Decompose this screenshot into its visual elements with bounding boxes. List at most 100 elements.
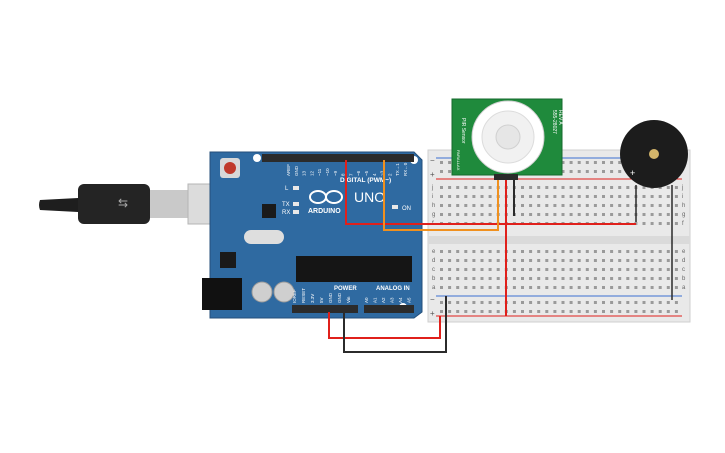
breadboard-hole[interactable]: [448, 259, 452, 262]
breadboard-hole[interactable]: [480, 195, 484, 198]
breadboard-hole[interactable]: [577, 310, 581, 313]
breadboard-hole[interactable]: [440, 161, 443, 164]
breadboard-hole[interactable]: [585, 161, 589, 164]
breadboard-hole[interactable]: [642, 213, 646, 216]
breadboard-hole[interactable]: [666, 268, 670, 271]
breadboard-hole[interactable]: [674, 310, 678, 313]
breadboard-hole[interactable]: [529, 277, 533, 280]
breadboard-hole[interactable]: [602, 195, 605, 198]
breadboard-hole[interactable]: [456, 204, 460, 207]
breadboard-hole[interactable]: [674, 195, 678, 198]
breadboard-hole[interactable]: [618, 213, 622, 216]
breadboard-hole[interactable]: [553, 195, 557, 198]
breadboard-hole[interactable]: [561, 213, 565, 216]
breadboard-hole[interactable]: [480, 259, 484, 262]
breadboard-hole[interactable]: [658, 204, 662, 207]
breadboard-hole[interactable]: [553, 186, 557, 189]
analog-header[interactable]: [364, 305, 414, 313]
breadboard-hole[interactable]: [658, 259, 662, 262]
breadboard-hole[interactable]: [610, 213, 614, 216]
breadboard-hole[interactable]: [658, 301, 662, 304]
breadboard-hole[interactable]: [602, 268, 605, 271]
breadboard-hole[interactable]: [585, 310, 589, 313]
breadboard-hole[interactable]: [626, 213, 630, 216]
breadboard-hole[interactable]: [642, 301, 646, 304]
breadboard-hole[interactable]: [464, 204, 468, 207]
breadboard-hole[interactable]: [585, 186, 589, 189]
breadboard-hole[interactable]: [472, 301, 476, 304]
breadboard-hole[interactable]: [456, 268, 460, 271]
breadboard-hole[interactable]: [496, 268, 500, 271]
breadboard-hole[interactable]: [618, 186, 622, 189]
breadboard-hole[interactable]: [577, 301, 581, 304]
breadboard-hole[interactable]: [650, 277, 654, 280]
breadboard-hole[interactable]: [537, 277, 541, 280]
breadboard-hole[interactable]: [561, 186, 565, 189]
breadboard-hole[interactable]: [602, 250, 605, 253]
breadboard-hole[interactable]: [650, 259, 654, 262]
breadboard-hole[interactable]: [634, 259, 638, 262]
breadboard-hole[interactable]: [545, 186, 549, 189]
breadboard-hole[interactable]: [618, 301, 622, 304]
breadboard-hole[interactable]: [593, 277, 597, 280]
breadboard-hole[interactable]: [650, 286, 654, 289]
breadboard-hole[interactable]: [569, 310, 573, 313]
wire-red-signal[interactable]: [345, 160, 636, 225]
breadboard-hole[interactable]: [553, 301, 557, 304]
breadboard-hole[interactable]: [593, 250, 597, 253]
breadboard-hole[interactable]: [512, 310, 516, 313]
breadboard-hole[interactable]: [440, 250, 443, 253]
breadboard-hole[interactable]: [464, 213, 468, 216]
breadboard-hole[interactable]: [610, 170, 614, 173]
breadboard-hole[interactable]: [674, 250, 678, 253]
breadboard-hole[interactable]: [464, 186, 468, 189]
breadboard-hole[interactable]: [666, 195, 670, 198]
breadboard-hole[interactable]: [650, 204, 654, 207]
breadboard-hole[interactable]: [593, 204, 597, 207]
power-header[interactable]: [292, 305, 358, 313]
breadboard-hole[interactable]: [456, 310, 460, 313]
breadboard-hole[interactable]: [464, 259, 468, 262]
breadboard-hole[interactable]: [602, 301, 605, 304]
breadboard-hole[interactable]: [577, 268, 581, 271]
breadboard-hole[interactable]: [440, 195, 443, 198]
breadboard-hole[interactable]: [512, 277, 516, 280]
breadboard-hole[interactable]: [666, 286, 670, 289]
pir-sensor[interactable]: PIR Sensor 555-28027 REV A PARALLAX: [451, 98, 563, 180]
breadboard-hole[interactable]: [561, 161, 565, 164]
breadboard-hole[interactable]: [674, 222, 678, 225]
breadboard-hole[interactable]: [561, 277, 565, 280]
breadboard-hole[interactable]: [456, 277, 460, 280]
breadboard-hole[interactable]: [561, 286, 565, 289]
breadboard-hole[interactable]: [537, 259, 541, 262]
breadboard-hole[interactable]: [537, 213, 541, 216]
breadboard-hole[interactable]: [634, 268, 638, 271]
breadboard-hole[interactable]: [602, 213, 605, 216]
breadboard-hole[interactable]: [521, 259, 524, 262]
breadboard-hole[interactable]: [512, 250, 516, 253]
breadboard-hole[interactable]: [593, 259, 597, 262]
breadboard-hole[interactable]: [650, 250, 654, 253]
breadboard-hole[interactable]: [521, 204, 524, 207]
breadboard-hole[interactable]: [626, 286, 630, 289]
breadboard-hole[interactable]: [440, 259, 443, 262]
breadboard-hole[interactable]: [634, 286, 638, 289]
breadboard-hole[interactable]: [561, 204, 565, 207]
breadboard-hole[interactable]: [521, 268, 524, 271]
breadboard-hole[interactable]: [529, 286, 533, 289]
breadboard-hole[interactable]: [456, 195, 460, 198]
breadboard-hole[interactable]: [658, 222, 662, 225]
breadboard-hole[interactable]: [569, 259, 573, 262]
breadboard-hole[interactable]: [577, 161, 581, 164]
breadboard-hole[interactable]: [545, 286, 549, 289]
breadboard-hole[interactable]: [553, 213, 557, 216]
breadboard-hole[interactable]: [642, 186, 646, 189]
breadboard-hole[interactable]: [545, 268, 549, 271]
breadboard-hole[interactable]: [529, 301, 533, 304]
breadboard-hole[interactable]: [602, 170, 605, 173]
breadboard-hole[interactable]: [674, 186, 678, 189]
breadboard-hole[interactable]: [666, 250, 670, 253]
breadboard-hole[interactable]: [569, 250, 573, 253]
breadboard-hole[interactable]: [577, 204, 581, 207]
breadboard-hole[interactable]: [626, 195, 630, 198]
